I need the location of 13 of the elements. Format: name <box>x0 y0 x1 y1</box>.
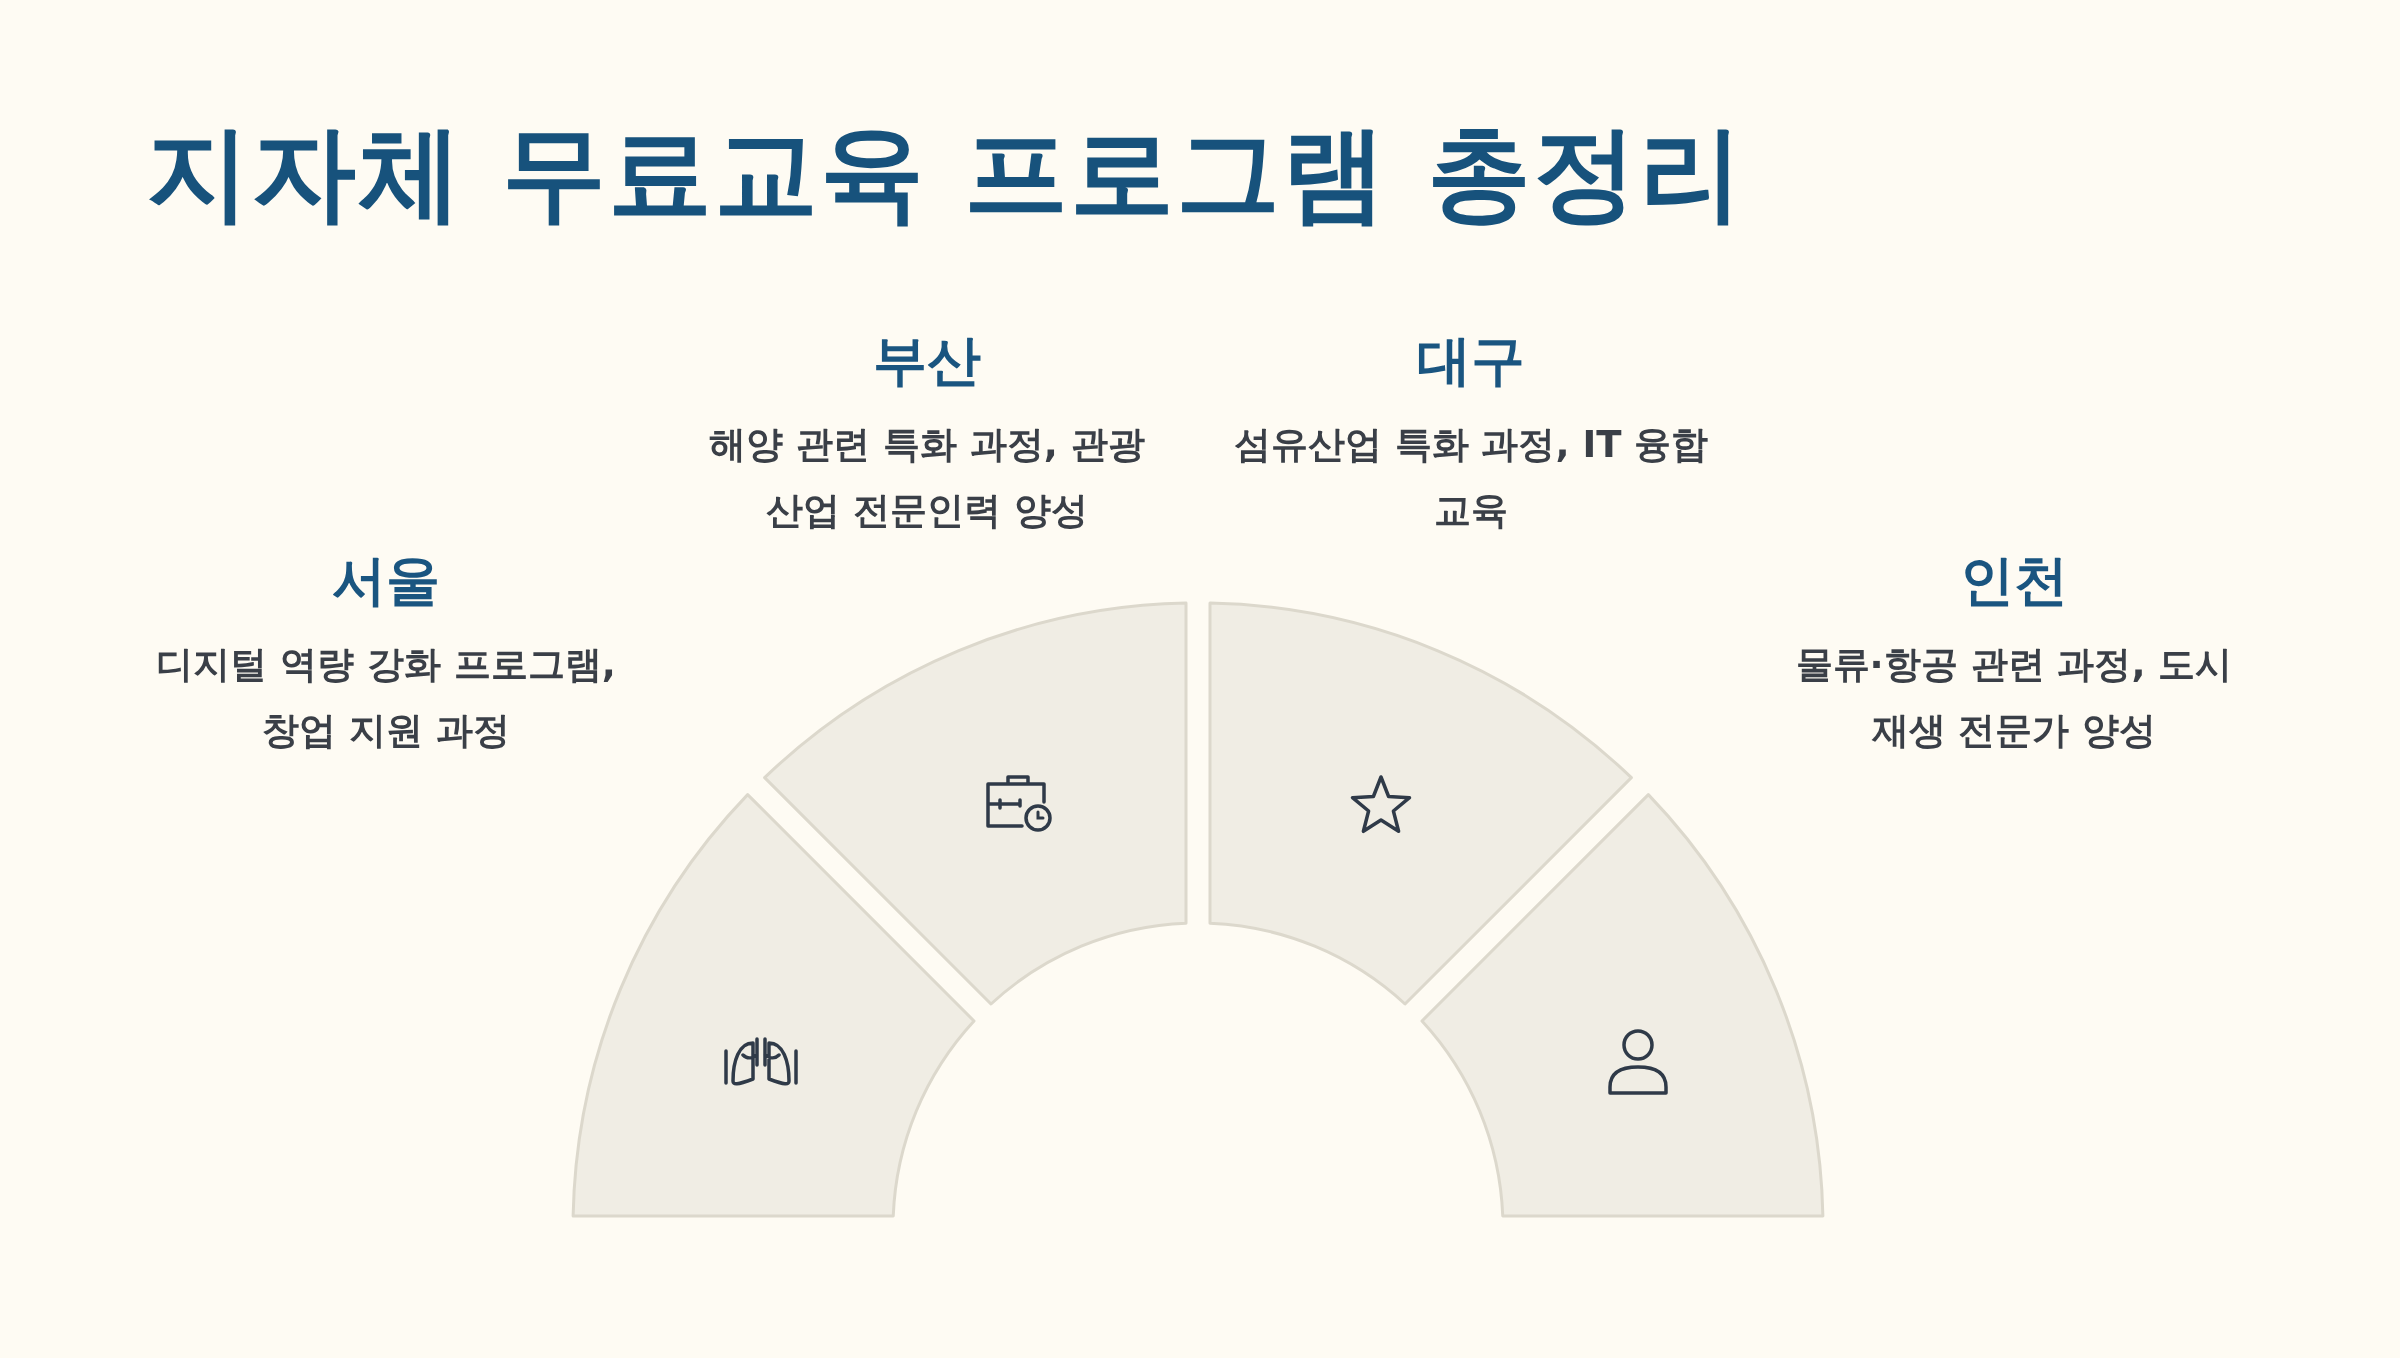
region-description: 해양 관련 특화 과정, 관광 산업 전문인력 양성 <box>708 422 1146 534</box>
region-description: 디지털 역량 강화 프로그램, 창업 지원 과정 <box>155 642 617 754</box>
region-heading: 인천 <box>1960 548 2068 614</box>
title: 지자체 무료교육 프로그램 총정리 <box>146 111 1745 236</box>
region-heading: 서울 <box>332 548 440 614</box>
region-heading: 대구 <box>1417 328 1525 394</box>
arc-segment <box>571 793 976 1218</box>
arc-segment <box>763 601 1188 1006</box>
arc-segment <box>1420 793 1825 1218</box>
region-heading: 부산 <box>873 328 981 394</box>
region-description: 섬유산업 특화 과정, IT 융합 교육 <box>1232 422 1710 534</box>
arc-segment <box>1208 601 1633 1006</box>
region-description: 물류·항공 관련 과정, 도시 재생 전문가 양성 <box>1794 642 2234 754</box>
